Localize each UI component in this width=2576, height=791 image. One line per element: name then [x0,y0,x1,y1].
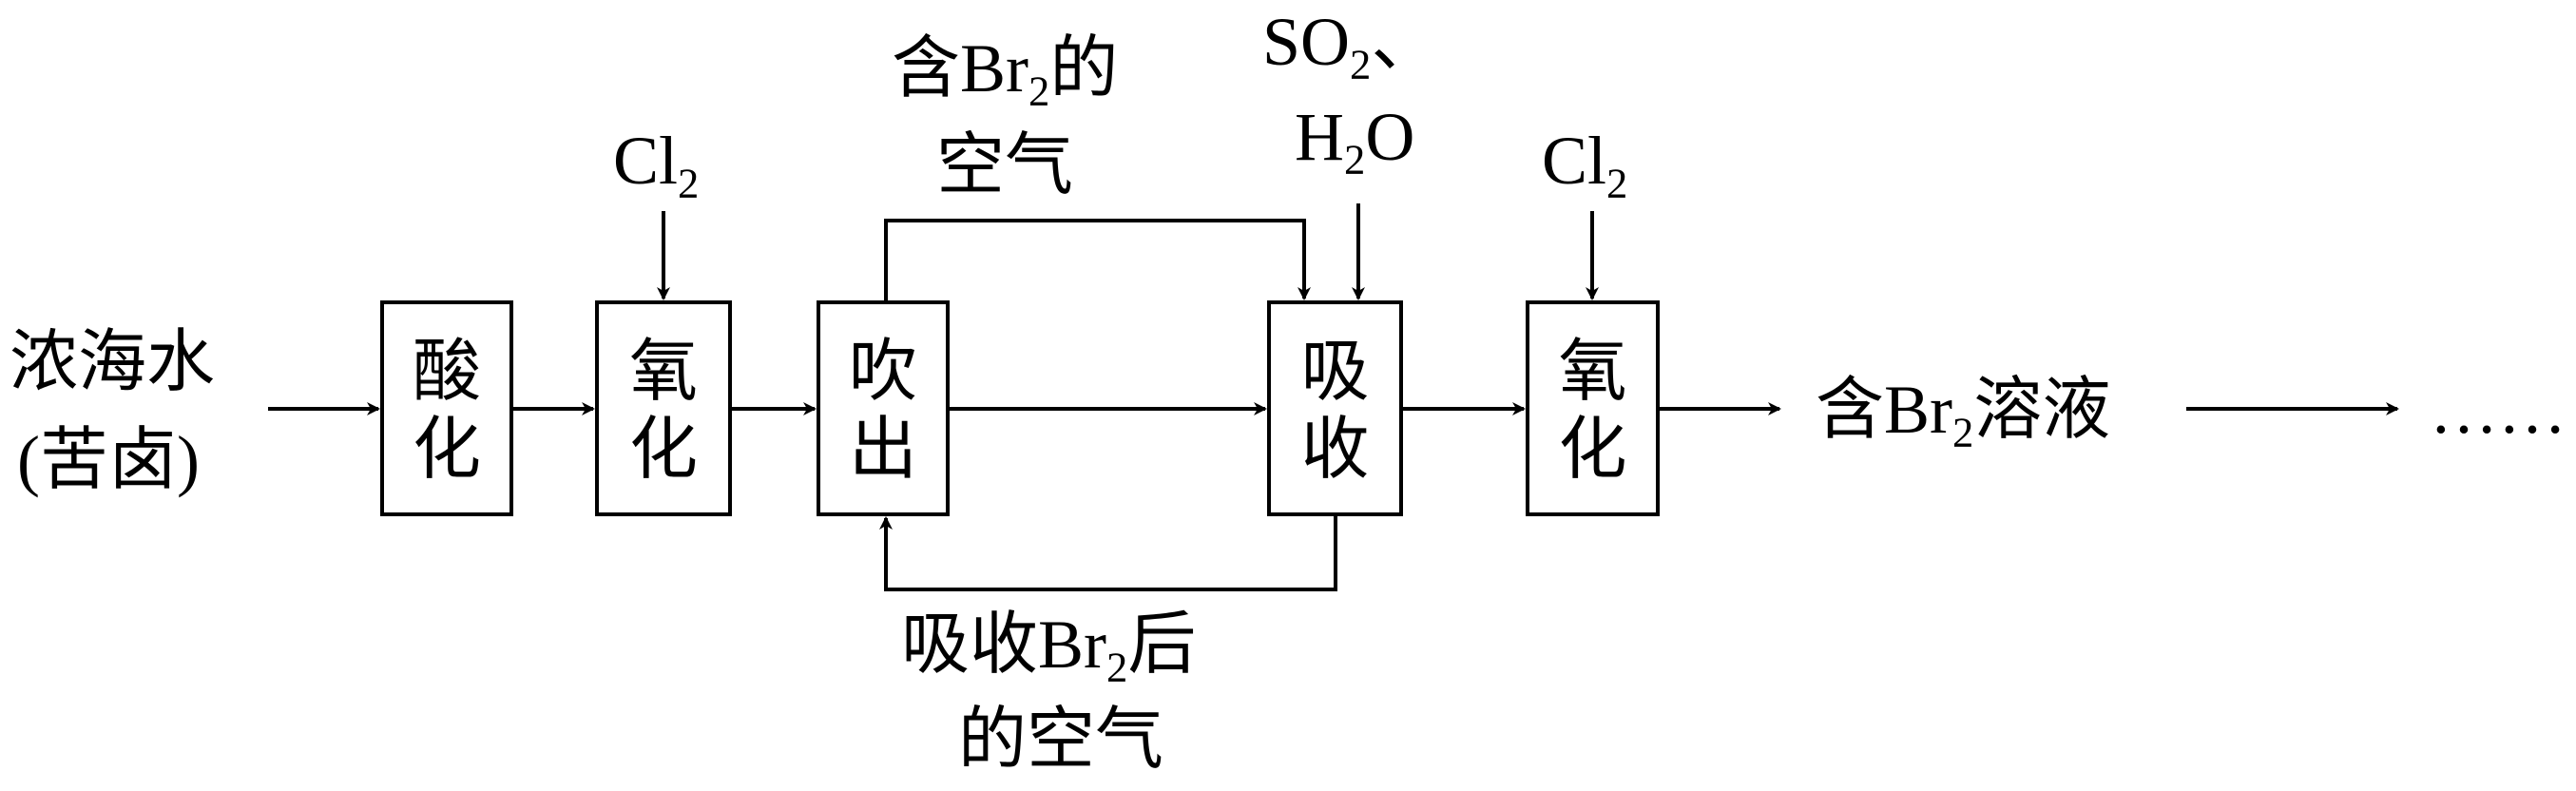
step-acidify-char1: 酸 [412,334,481,410]
input-label-line1: 浓海水 [10,324,216,400]
reagent-h2o: H2O [1295,99,1415,183]
loop-top-br2-air [884,219,1311,302]
bottom-loop-label-line2: 的空气 [958,702,1164,778]
step-oxidize-2-char1: 氧 [1558,334,1627,410]
step-oxidize-1-char2: 化 [628,412,698,488]
top-loop-label-line2: 空气 [936,127,1074,203]
step-absorb-char2: 收 [1300,412,1370,488]
top-loop-label-line1: 含Br2的 [892,30,1119,115]
step-acidify-char2: 化 [412,412,481,488]
step-blowout-label: 吹 出 [818,333,948,489]
step-acidify-label: 酸 化 [382,333,511,489]
reagent-cl2-second: Cl2 [1542,123,1628,207]
step-blowout-char2: 出 [848,412,917,488]
step-absorb-char1: 吸 [1300,334,1370,410]
step-oxidize-2-label: 氧 化 [1528,333,1658,489]
reagent-cl2-first: Cl2 [613,123,700,207]
step-oxidize-1-char1: 氧 [628,334,698,410]
reagent-so2: SO2、 [1262,4,1440,88]
input-label-line2: (苦卤) [17,422,200,498]
step-blowout-char1: 吹 [848,334,917,410]
continuation-ellipsis: …… [2430,372,2566,448]
step-absorb-label: 吸 收 [1269,333,1401,489]
product-label: 含Br2溶液 [1816,372,2111,456]
bottom-loop-label-line1: 吸收Br2后 [901,607,1197,691]
loop-bottom-spent-air [879,514,1337,591]
step-oxidize-2-char2: 化 [1558,412,1627,488]
step-oxidize-1-label: 氧 化 [597,333,730,489]
